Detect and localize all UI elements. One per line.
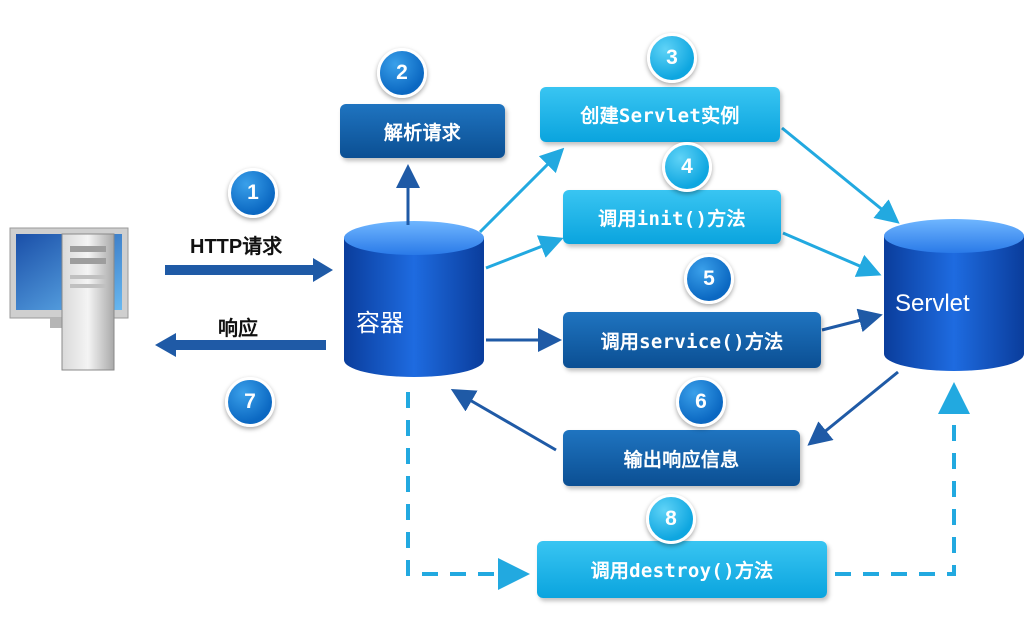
dashed-container-to-destroy [406, 392, 530, 590]
step-6-badge: 6 [676, 377, 726, 427]
container-cylinder [344, 221, 484, 377]
response-label: 响应 [218, 318, 258, 340]
call-destroy-box: 调用destroy()方法 [537, 541, 827, 598]
parse-request-box: 解析请求 [340, 104, 505, 158]
container-label: 容器 [356, 310, 404, 337]
servlet-label: Servlet [895, 290, 970, 317]
step-8-badge: 8 [646, 494, 696, 544]
arrow-service-to-servlet [821, 308, 883, 333]
step-7-badge: 7 [225, 377, 275, 427]
step-1-badge: 1 [228, 168, 278, 218]
arrow-to-create [478, 147, 565, 234]
create-servlet-box: 创建Servlet实例 [540, 87, 780, 142]
call-init-box: 调用init()方法 [563, 190, 781, 244]
call-service-box: 调用service()方法 [563, 312, 821, 368]
computer-icon [9, 227, 129, 371]
step-3-badge: 3 [647, 33, 697, 83]
servlet-cylinder [884, 219, 1024, 371]
arrow-to-init [485, 235, 564, 270]
step-4-badge: 4 [662, 142, 712, 192]
arrow-init-to-servlet [782, 231, 882, 277]
http-request-arrow [165, 258, 333, 282]
arrow-servlet-to-output [807, 370, 899, 446]
arrow-create-to-servlet [781, 126, 900, 224]
step-5-badge: 5 [684, 254, 734, 304]
output-response-box: 输出响应信息 [563, 430, 800, 486]
response-arrow [155, 333, 326, 357]
step-2-badge: 2 [377, 48, 427, 98]
http-request-label: HTTP请求 [190, 236, 283, 258]
dashed-destroy-to-servlet [835, 382, 970, 576]
arrow-output-to-container [450, 388, 557, 452]
